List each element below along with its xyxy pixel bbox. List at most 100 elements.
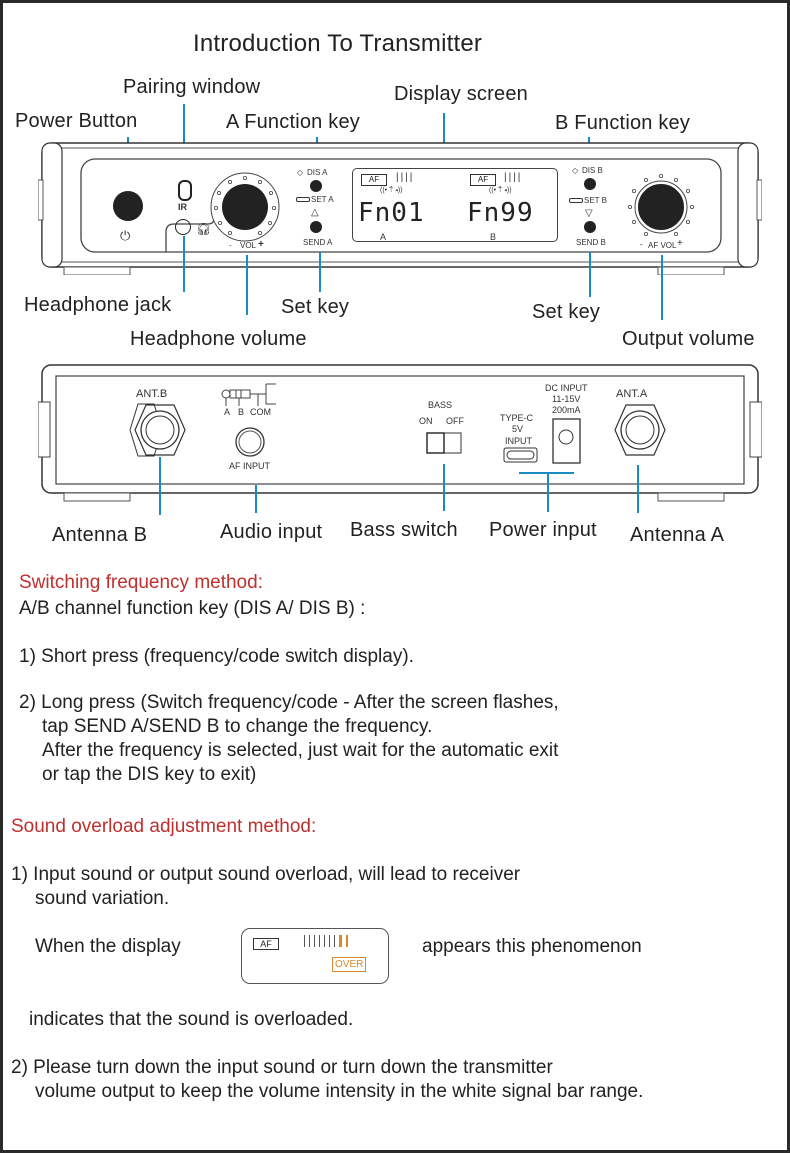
af-input-jack[interactable] (236, 428, 264, 456)
vol-minus: - (229, 241, 232, 250)
power-button[interactable] (113, 191, 143, 221)
overload-appears: appears this phenomenon (422, 936, 642, 957)
display-af-b: AF (470, 174, 496, 186)
overload-when-display: When the display (35, 936, 181, 957)
display-af-a: AF (361, 174, 387, 186)
dc-input-port[interactable] (553, 419, 580, 463)
plug-a-label: A (224, 407, 231, 417)
overload-step2-line2: volume output to keep the volume intensi… (35, 1081, 644, 1102)
signal-bar-white (329, 935, 330, 947)
dc-label-1: DC INPUT (545, 383, 588, 393)
ir-label: IR (178, 202, 187, 212)
label-bass-switch: Bass switch (350, 519, 458, 541)
vol-label: VOL (240, 241, 257, 250)
send-b-label: SEND B (576, 238, 606, 247)
ant-b-label: ANT.B (136, 388, 168, 400)
headphone-jack[interactable] (175, 219, 191, 235)
antenna-a-connector[interactable] (615, 405, 665, 455)
overload-display-example: AF OVER (241, 928, 389, 984)
send-a-label: SEND A (303, 238, 333, 247)
plug-b-label: B (238, 407, 245, 417)
leader-line-antenna-b (159, 457, 161, 515)
bass-switch[interactable] (427, 433, 461, 453)
signal-bar-white (324, 935, 325, 947)
overload-step1-line2: sound variation. (35, 888, 170, 909)
leader-line-antenna-a (637, 465, 639, 513)
typec-label-3: INPUT (505, 436, 532, 446)
output-volume-knob[interactable] (626, 172, 696, 242)
display-channel-a: A (380, 232, 387, 242)
typec-label-1: TYPE-C (500, 413, 534, 423)
overload-af-label: AF (253, 938, 279, 950)
signal-bar-white (304, 935, 305, 947)
display-code-b: Fn99 (467, 198, 534, 228)
label-set-key-a: Set key (281, 296, 350, 318)
leader-line-bass-switch (443, 464, 445, 511)
label-power-button: Power Button (15, 110, 138, 132)
signal-bar-orange (339, 935, 342, 947)
typec-port[interactable] (504, 448, 537, 462)
label-display-screen: Display screen (394, 83, 528, 105)
label-set-key-b: Set key (532, 301, 601, 323)
leader-line-audio-input (255, 485, 257, 513)
af-vol-minus: - (640, 240, 643, 249)
label-pairing-window: Pairing window (123, 76, 261, 98)
switching-step2-line3: After the frequency is selected, just wa… (42, 740, 559, 761)
af-vol-label: AF VOL (648, 241, 677, 250)
signal-bar-orange (345, 935, 348, 947)
dis-a-button[interactable] (310, 180, 322, 192)
bass-off-label: OFF (446, 416, 464, 426)
label-antenna-a: Antenna A (630, 524, 725, 546)
typec-label-2: 5V (512, 424, 524, 434)
plug-com-label: COM (250, 407, 271, 417)
label-headphone-volume: Headphone volume (130, 328, 307, 350)
headphone-volume-knob[interactable] (208, 170, 282, 244)
send-b-button[interactable] (584, 221, 596, 233)
display-status-icons-b: ((• ⍑ ◂)) (489, 187, 512, 194)
display-signal-bars-a: |||| (396, 172, 415, 183)
label-output-volume: Output volume (622, 328, 755, 350)
switching-heading: Switching frequency method: (19, 572, 263, 593)
leader-line-power-input (547, 472, 549, 512)
dc-label-2: 11-15V (552, 394, 581, 404)
leader-line-output-volume (661, 255, 663, 320)
bass-label: BASS (428, 400, 453, 410)
switching-step1: 1) Short press (frequency/code switch di… (19, 646, 414, 667)
send-a-button[interactable] (310, 221, 322, 233)
display-signal-bars-b: |||| (504, 172, 523, 183)
vol-plus: + (258, 239, 264, 250)
pairing-window-ir (178, 180, 192, 201)
dc-label-3: 200mA (552, 405, 581, 415)
leader-line-set-b (589, 252, 591, 297)
leader-line-set-a (319, 252, 321, 292)
page-title: Introduction To Transmitter (193, 30, 483, 57)
label-a-function-key: A Function key (226, 111, 360, 133)
leader-line-power-input-h (519, 472, 574, 474)
label-power-input: Power input (489, 519, 597, 541)
af-vol-plus: + (677, 238, 683, 249)
overload-indicates: indicates that the sound is overloaded. (29, 1009, 354, 1030)
set-a-indicator (296, 197, 310, 202)
label-antenna-b: Antenna B (52, 524, 148, 546)
ant-a-label: ANT.A (616, 388, 648, 400)
signal-bar-white (319, 935, 320, 947)
label-headphone-jack: Headphone jack (24, 294, 172, 316)
leader-line-headphone-volume (246, 255, 248, 315)
signal-bar-white (309, 935, 310, 947)
switching-step2-line1: 2) Long press (Switch frequency/code - A… (19, 692, 559, 713)
overload-step1-line1: 1) Input sound or output sound overload,… (11, 864, 521, 885)
antenna-b-connector[interactable] (135, 405, 185, 455)
bass-on-label: ON (419, 416, 433, 426)
display-code-a: Fn01 (358, 198, 425, 228)
power-icon: ⏻ (120, 228, 131, 243)
af-input-label: AF INPUT (229, 461, 271, 471)
label-b-function-key: B Function key (555, 112, 691, 134)
label-audio-input: Audio input (220, 521, 323, 543)
signal-bar-white (314, 935, 315, 947)
dis-b-button[interactable] (584, 178, 596, 190)
set-a-label: SET A (311, 195, 334, 204)
dis-a-dot: ◇ (297, 168, 304, 177)
down-triangle-icon: ▽ (585, 208, 593, 219)
overload-step2-line1: 2) Please turn down the input sound or t… (11, 1057, 553, 1078)
